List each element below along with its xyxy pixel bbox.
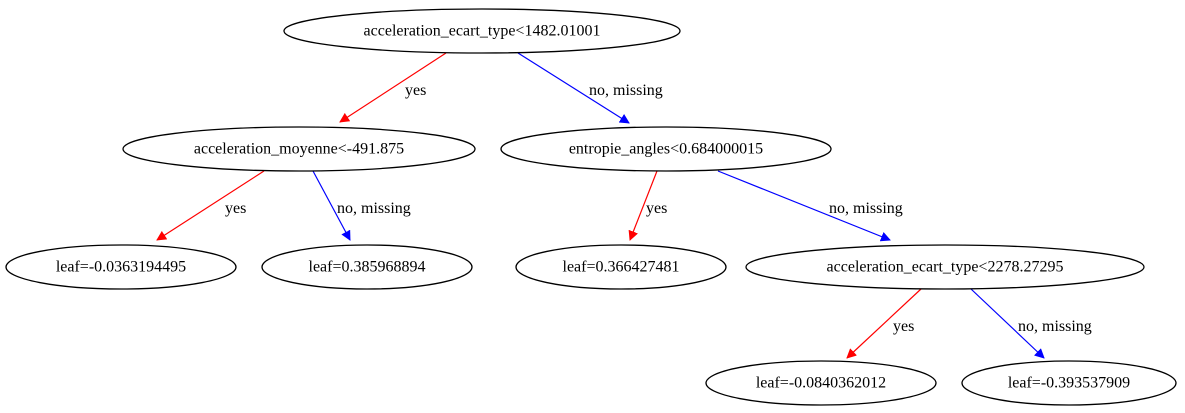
edge-ecart2-no-line [970,288,1045,359]
node-leaf-4-label: leaf=-0.0840362012 [756,375,886,392]
node-leaf-5-label: leaf=-0.393537909 [1008,375,1130,392]
node-entropie-split: entropie_angles<0.684000015 [500,126,832,172]
edge-ecart2-yes-line [846,288,922,359]
node-root-ellipse [283,8,681,54]
edge-moyenne-yes-line [156,170,265,241]
node-leaf-5: leaf=-0.393537909 [961,360,1177,406]
edge-entropie-no-label: no, missing [829,200,903,217]
nodes-layer: acceleration_ecart_type<1482.01001 accel… [5,8,1177,406]
node-root-split: acceleration_ecart_type<1482.01001 [283,8,681,54]
edge-ecart2-yes: yes [846,288,922,359]
edge-entropie-yes-line [628,170,658,241]
node-ecart2-split: acceleration_ecart_type<2278.27295 [745,244,1145,290]
node-leaf-3: leaf=0.366427481 [515,244,727,290]
edge-ecart2-yes-label: yes [893,318,914,335]
node-root-label: acceleration_ecart_type<1482.01001 [364,23,601,40]
node-moyenne-split: acceleration_moyenne<-491.875 [122,126,476,172]
node-leaf-1-ellipse [5,244,237,290]
node-leaf-4-ellipse [705,360,937,406]
edge-moyenne-yes-label: yes [225,200,246,217]
node-leaf-4: leaf=-0.0840362012 [705,360,937,406]
edge-root-no-line [517,52,630,124]
edge-root-no: no, missing [517,52,663,124]
node-ecart2-label: acceleration_ecart_type<2278.27295 [827,259,1064,276]
node-entropie-label: entropie_angles<0.684000015 [569,141,763,158]
edge-moyenne-yes: yes [156,170,265,241]
edge-entropie-no: no, missing [717,170,903,242]
edge-root-yes: yes [339,52,447,123]
node-leaf-3-label: leaf=0.366427481 [563,259,680,276]
edge-moyenne-no: no, missing [312,170,411,241]
node-ecart2-ellipse [745,244,1145,290]
edge-moyenne-no-line [312,170,351,241]
edges-layer: yes no, missing yes no, missing yes no, … [156,52,1092,359]
node-leaf-1-label: leaf=-0.0363194495 [56,259,186,276]
edge-root-yes-label: yes [405,82,426,99]
node-leaf-2-ellipse [261,244,473,290]
edge-root-no-label: no, missing [589,82,663,99]
node-entropie-ellipse [500,126,832,172]
node-leaf-5-ellipse [961,360,1177,406]
edge-root-yes-line [339,52,447,123]
node-moyenne-ellipse [122,126,476,172]
edge-entropie-yes: yes [628,170,667,241]
edge-ecart2-no: no, missing [970,288,1092,359]
edge-entropie-yes-label: yes [646,200,667,217]
edge-ecart2-no-label: no, missing [1018,318,1092,335]
node-moyenne-label: acceleration_moyenne<-491.875 [194,141,404,158]
node-leaf-1: leaf=-0.0363194495 [5,244,237,290]
node-leaf-2: leaf=0.385968894 [261,244,473,290]
edge-moyenne-no-label: no, missing [337,200,411,217]
node-leaf-2-label: leaf=0.385968894 [309,259,426,276]
node-leaf-3-ellipse [515,244,727,290]
edge-entropie-no-line [717,170,891,242]
